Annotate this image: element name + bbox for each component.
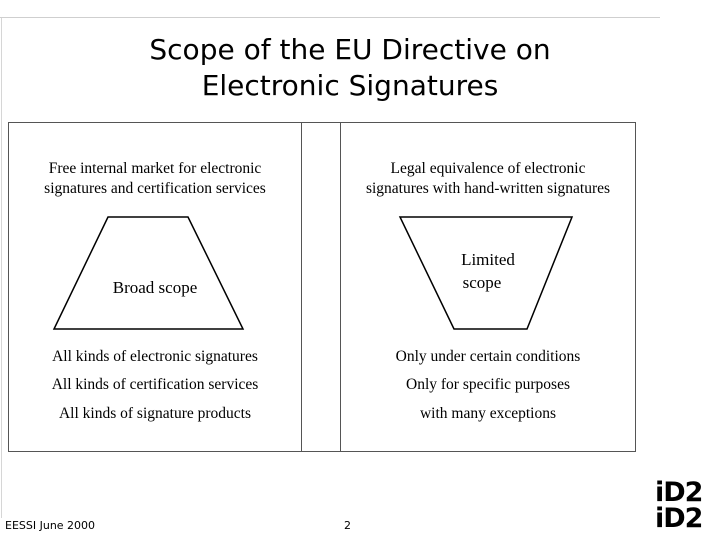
left-heading-line-2: signatures and certification services (44, 180, 266, 197)
limited-scope-label-line-2: scope (462, 273, 502, 292)
id2-logo: iD2 iD2 (655, 477, 715, 534)
divider-column (301, 122, 341, 452)
page-number: 2 (344, 519, 351, 532)
left-heading-line-1: Free internal market for electronic (48, 160, 262, 177)
logo-line-2: iD2 (655, 503, 703, 534)
footer-date: EESSI June 2000 (5, 519, 96, 532)
right-heading-line-1: Legal equivalence of electronic (390, 160, 586, 177)
left-panel-heading: Free internal market for electronic sign… (9, 159, 301, 199)
logo-line-1: iD2 (655, 477, 703, 508)
limited-scope-panel: Legal equivalence of electronic signatur… (340, 122, 636, 452)
top-rule (0, 17, 660, 18)
broad-scope-trapezoid (52, 216, 245, 330)
right-item-3: with many exceptions (419, 405, 557, 422)
broad-scope-label: Broad scope (112, 278, 198, 297)
right-heading-line-2: signatures with hand-written signatures (365, 180, 611, 197)
limited-scope-label-line-1: Limited (461, 250, 515, 269)
left-item-1: All kinds of electronic signatures (52, 348, 258, 365)
left-rule (1, 18, 2, 518)
slide-title-line-1: Scope of the EU Directive on (149, 33, 551, 66)
slide-title: Scope of the EU Directive on Electronic … (40, 32, 660, 104)
limited-scope-trapezoid (398, 216, 574, 330)
slide-title-line-2: Electronic Signatures (201, 69, 499, 102)
right-item-1: Only under certain conditions (395, 348, 581, 365)
right-panel-heading: Legal equivalence of electronic signatur… (341, 159, 635, 199)
right-item-2: Only for specific purposes (406, 376, 570, 393)
left-item-2: All kinds of certification services (51, 376, 259, 393)
broad-scope-panel: Free internal market for electronic sign… (8, 122, 302, 452)
left-item-3: All kinds of signature products (58, 405, 251, 422)
